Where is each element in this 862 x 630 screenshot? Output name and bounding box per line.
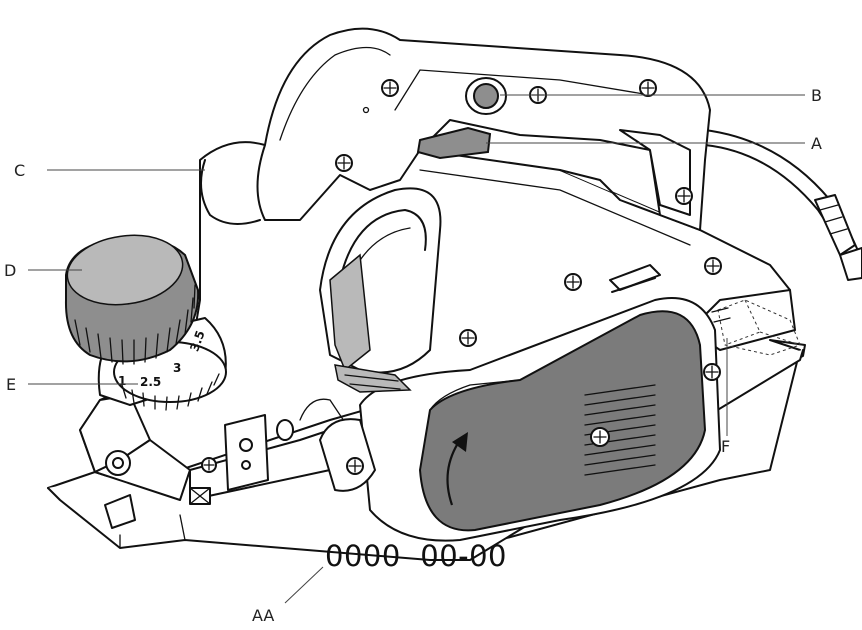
dial-tick-3-5: 3.5 [187, 329, 207, 354]
switch-trigger [416, 126, 492, 160]
callout-label-f: F [721, 437, 730, 456]
rotation-arrow-head-icon [452, 432, 468, 452]
callout-label-e: E [6, 375, 16, 394]
callout-label-d: D [4, 261, 16, 280]
model-code: 0000 00-00 [325, 539, 507, 573]
power-cord [704, 129, 862, 281]
lock-off-button [473, 83, 499, 109]
depth-adjust-assembly: 1 2.5 3 3.5 [64, 234, 227, 411]
belt-cover [319, 297, 721, 542]
belt-cover-panel [418, 310, 707, 532]
callout-label-aa: AA [252, 606, 274, 625]
callout-label-c: C [14, 161, 25, 180]
callout-label-a: A [811, 134, 822, 153]
callout-leaders [28, 94, 805, 604]
chip-deflector [319, 187, 722, 393]
rotation-arrow-icon [446, 439, 461, 506]
callout-label-b: B [811, 86, 822, 105]
dial-tick-1: 1 [118, 374, 126, 388]
dial-tick-3: 3 [173, 361, 181, 375]
leader-aa [284, 566, 324, 604]
handle [256, 27, 711, 231]
dial-tick-2-5: 2.5 [140, 375, 161, 389]
